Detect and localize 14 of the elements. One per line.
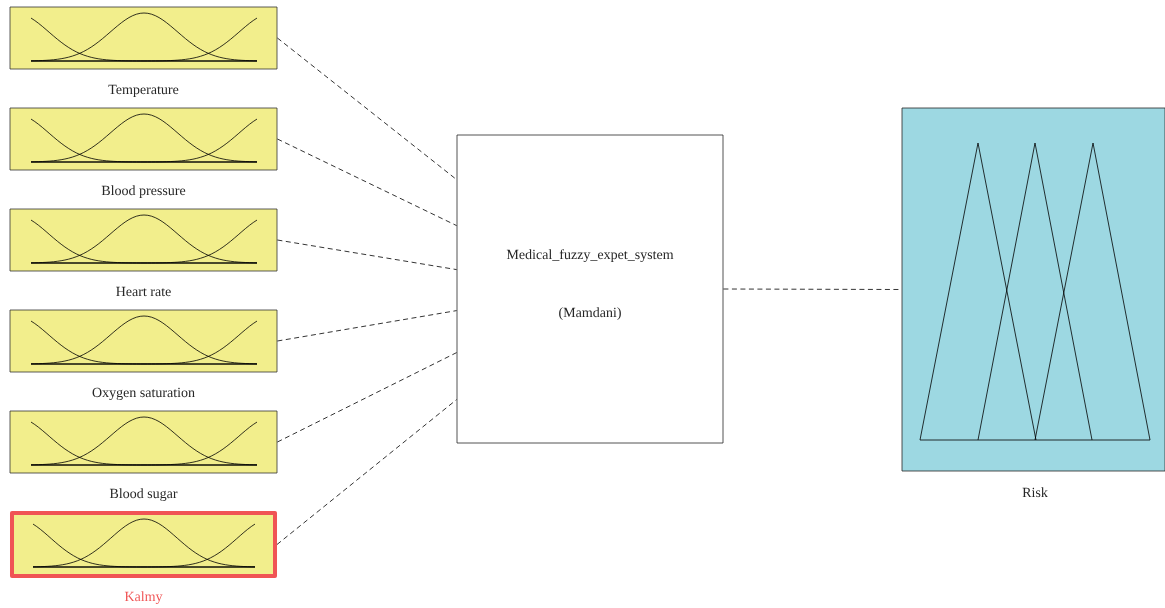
connector-line bbox=[277, 352, 457, 443]
variable-label: Risk bbox=[1022, 487, 1048, 498]
variable-label: Blood pressure bbox=[101, 185, 186, 198]
variable-label: Blood sugar bbox=[109, 488, 178, 501]
connector-line bbox=[277, 239, 457, 270]
connector-line bbox=[277, 310, 457, 342]
connector-line bbox=[276, 399, 457, 545]
variable-label: Temperature bbox=[108, 84, 179, 97]
variable-label: Kalmy bbox=[124, 591, 163, 604]
connector-line bbox=[277, 37, 457, 180]
variable-label: Oxygen saturation bbox=[92, 387, 195, 400]
variable-label: Heart rate bbox=[116, 286, 171, 297]
connector-line bbox=[277, 138, 457, 226]
system-box: Medical_fuzzy_expet_system (Mamdani) bbox=[456, 134, 724, 444]
